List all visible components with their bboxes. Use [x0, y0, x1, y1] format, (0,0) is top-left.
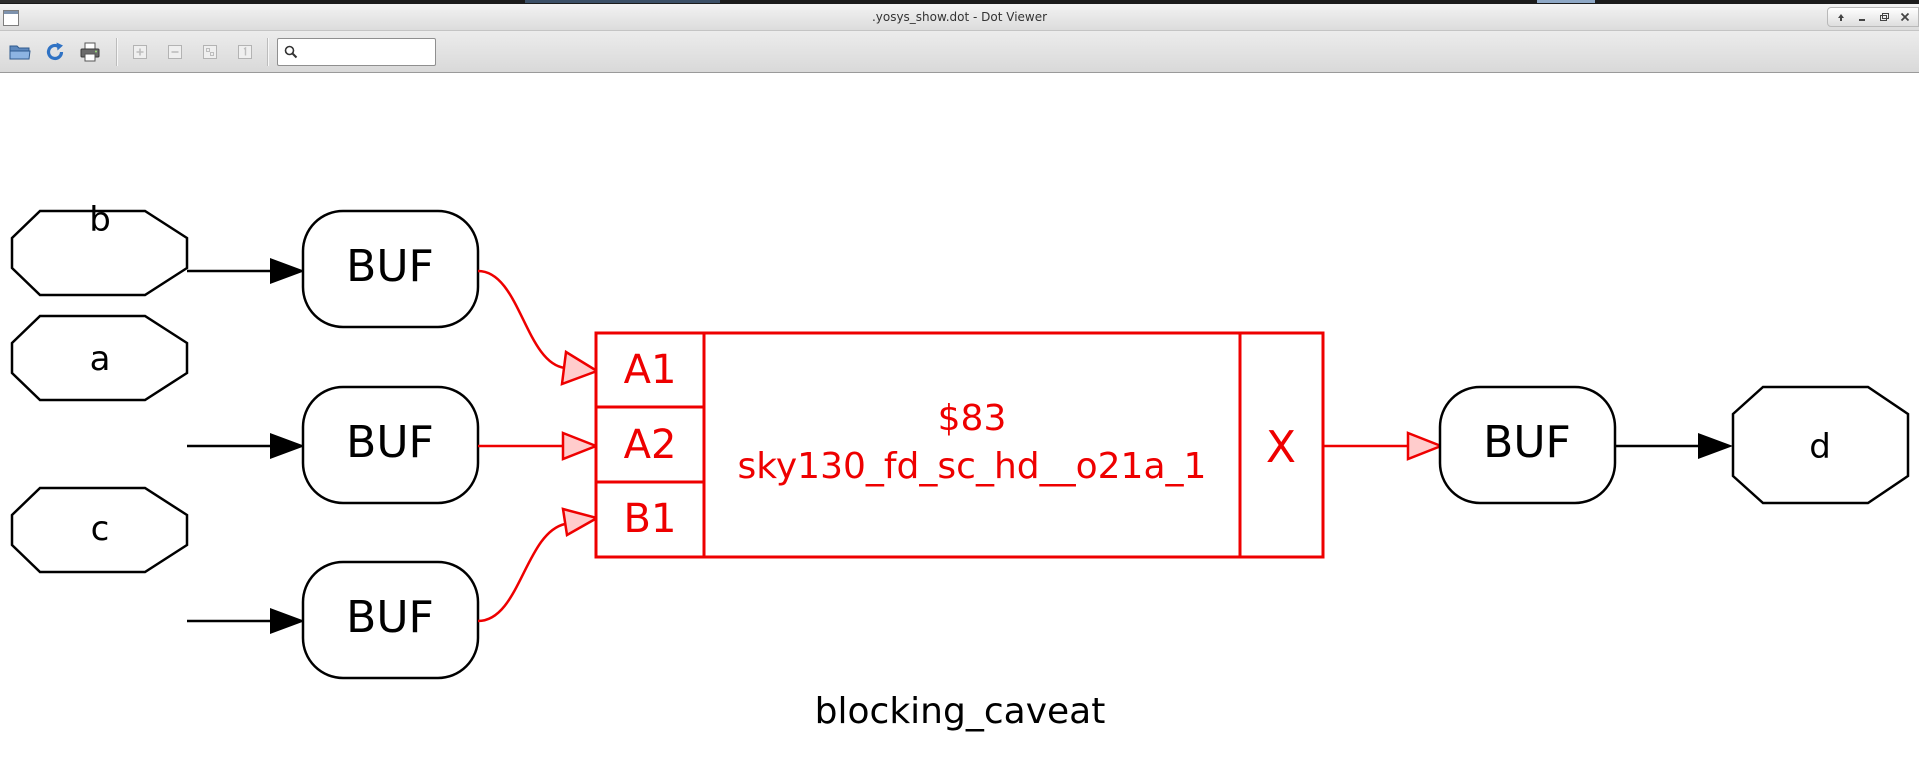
edge-c-to-buf	[187, 608, 305, 634]
input-port-b[interactable]: b	[10, 200, 189, 297]
search-input[interactable]	[300, 41, 432, 63]
buffer-label: BUF	[1483, 417, 1571, 468]
output-port-d[interactable]: d	[1731, 385, 1910, 505]
edge-buf-a-to-a2	[478, 431, 600, 461]
input-port-b-label: b	[89, 200, 111, 240]
input-port-a[interactable]: a	[10, 314, 189, 402]
title-bar: .yosys_show.dot - Dot Viewer	[0, 4, 1919, 31]
input-port-c-label: c	[91, 509, 110, 549]
app-window-icon	[3, 10, 19, 26]
search-box[interactable]	[277, 38, 436, 66]
graph-canvas[interactable]: b a c BUF BUF	[0, 73, 1919, 753]
toolbar	[0, 31, 1919, 73]
edge-buf-b-to-a1	[477, 269, 600, 386]
close-icon[interactable]	[1897, 9, 1913, 25]
buffer-label: BUF	[346, 241, 434, 292]
pin-b1-label: B1	[624, 496, 677, 542]
cell-id-label: $83	[938, 398, 1007, 439]
zoom-fit-icon[interactable]	[197, 39, 223, 65]
edge-x-to-buf	[1323, 431, 1445, 461]
edge-buf-to-d	[1615, 433, 1733, 459]
cell-type-label: sky130_fd_sc_hd__o21a_1	[738, 446, 1207, 487]
output-port-d-label: d	[1809, 427, 1831, 467]
pin-a2-label: A2	[624, 422, 677, 468]
reload-icon[interactable]	[42, 39, 68, 65]
edge-b-to-buf	[187, 258, 305, 284]
buffer-node-a[interactable]: BUF	[301, 385, 480, 505]
buffer-node-out[interactable]: BUF	[1438, 385, 1617, 505]
buffer-label: BUF	[346, 592, 434, 643]
shade-icon[interactable]	[1833, 9, 1849, 25]
maximize-icon[interactable]	[1876, 9, 1892, 25]
input-port-c[interactable]: c	[10, 486, 189, 574]
pin-x-label: X	[1266, 422, 1296, 473]
pin-a1-label: A1	[624, 347, 677, 393]
zoom-out-icon[interactable]	[162, 39, 188, 65]
top-panel-strip	[0, 0, 1919, 4]
edge-a-to-buf	[187, 433, 305, 459]
buffer-node-c[interactable]: BUF	[301, 560, 480, 680]
input-port-a-label: a	[90, 339, 111, 379]
window-controls	[1827, 7, 1919, 27]
minimize-icon[interactable]	[1854, 9, 1870, 25]
zoom-100-icon[interactable]	[232, 39, 258, 65]
graph-caption: blocking_caveat	[815, 691, 1106, 732]
search-icon	[284, 45, 298, 59]
print-icon[interactable]	[77, 39, 103, 65]
window-title: .yosys_show.dot - Dot Viewer	[871, 10, 1048, 24]
buffer-label: BUF	[346, 417, 434, 468]
buffer-node-b[interactable]: BUF	[301, 209, 480, 329]
edge-buf-c-to-b1	[477, 507, 601, 623]
folder-open-icon[interactable]	[7, 39, 33, 65]
cell-node[interactable]: A1 A2 B1 $83 sky130_fd_sc_hd__o21a_1 X	[594, 331, 1325, 559]
zoom-in-icon[interactable]	[127, 39, 153, 65]
